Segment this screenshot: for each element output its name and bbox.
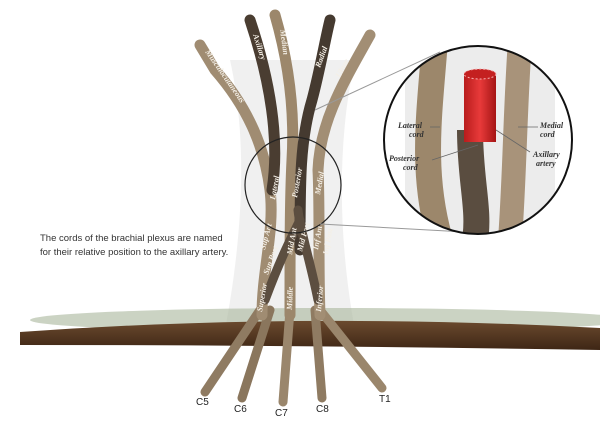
root-label-t1: T1	[379, 394, 391, 405]
zoom-connector-bottom	[319, 223, 466, 233]
zoom-connector-top	[314, 51, 441, 111]
label-medial: Medial	[313, 170, 326, 196]
root-c7	[278, 305, 295, 407]
root-t1	[315, 305, 387, 393]
zoom-region-circle	[244, 136, 342, 234]
caption-line-2: for their relative position to the axill…	[40, 247, 229, 258]
caption-line-1: The cords of the brachial plexus are nam…	[40, 233, 223, 244]
root-c6	[237, 305, 275, 403]
magnified-lateral-cord	[415, 46, 453, 234]
callout-lateral-1: Lateral	[397, 121, 423, 130]
division-inf-post-path	[293, 205, 323, 305]
label-middle: Middle	[285, 286, 295, 311]
callout-axillary-2: artery	[536, 159, 556, 168]
callout-medial-2: cord	[540, 130, 556, 139]
nerve-median-path	[269, 9, 299, 321]
root-c5	[200, 305, 265, 397]
magnified-medial-cord	[498, 46, 532, 234]
label-inf-ant: Inf Ant	[311, 224, 324, 251]
callout-line-axillary	[495, 129, 531, 153]
magnified-posterior-cord	[457, 129, 490, 234]
axillary-artery-opening	[463, 68, 497, 80]
nerve-radial-path	[294, 14, 336, 256]
magnified-circle	[383, 45, 573, 235]
root-label-c5: C5	[196, 397, 209, 408]
label-inferior: Inferior	[314, 284, 325, 313]
callout-posterior-2: cord	[403, 163, 419, 172]
callout-medial-1: Medial	[539, 121, 564, 130]
label-lateral: Lateral	[268, 174, 281, 201]
nerve-axillary-path	[244, 14, 281, 196]
callout-line-posterior	[431, 144, 479, 161]
nerve-ulnar-path	[312, 29, 376, 321]
callout-lateral-2: cord	[409, 130, 425, 139]
magnified-detail	[384, 46, 572, 234]
axillary-artery	[464, 74, 496, 142]
callout-posterior-1: Posterior	[389, 154, 420, 163]
root-label-c6: C6	[234, 404, 247, 415]
soil	[20, 320, 600, 350]
root-c8	[310, 305, 327, 403]
root-label-c8: C8	[316, 404, 329, 415]
label-median: Median	[278, 28, 291, 56]
callout-axillary-1: Axillary	[532, 150, 560, 159]
caption: The cords of the brachial plexus are nam…	[40, 232, 260, 260]
root-label-c7: C7	[275, 408, 288, 419]
